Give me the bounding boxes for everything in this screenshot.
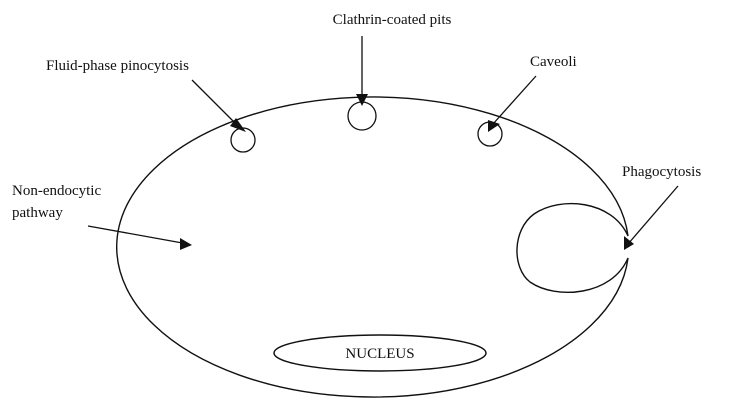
fluid-phase-vesicle [231, 128, 255, 152]
phagocytosis-arrow [628, 186, 678, 244]
clathrin-coated-pit [348, 102, 376, 130]
caveoli-arrow [493, 76, 536, 124]
non-endocytic-label-line2: pathway [12, 205, 63, 221]
non-endocytic-label-line1: Non-endocytic [12, 183, 101, 199]
clathrin-label: Clathrin-coated pits [333, 12, 452, 28]
fluid-phase-label: Fluid-phase pinocytosis [46, 58, 189, 74]
non-endocytic-arrow [88, 226, 188, 244]
caveoli-label: Caveoli [530, 54, 577, 70]
fluid-phase-arrow [192, 80, 240, 128]
phagocytic-cup [517, 204, 628, 293]
non-endocytic-arrow-head [180, 238, 192, 250]
nucleus-label: NUCLEUS [345, 346, 414, 362]
phagocytosis-label: Phagocytosis [622, 164, 701, 180]
